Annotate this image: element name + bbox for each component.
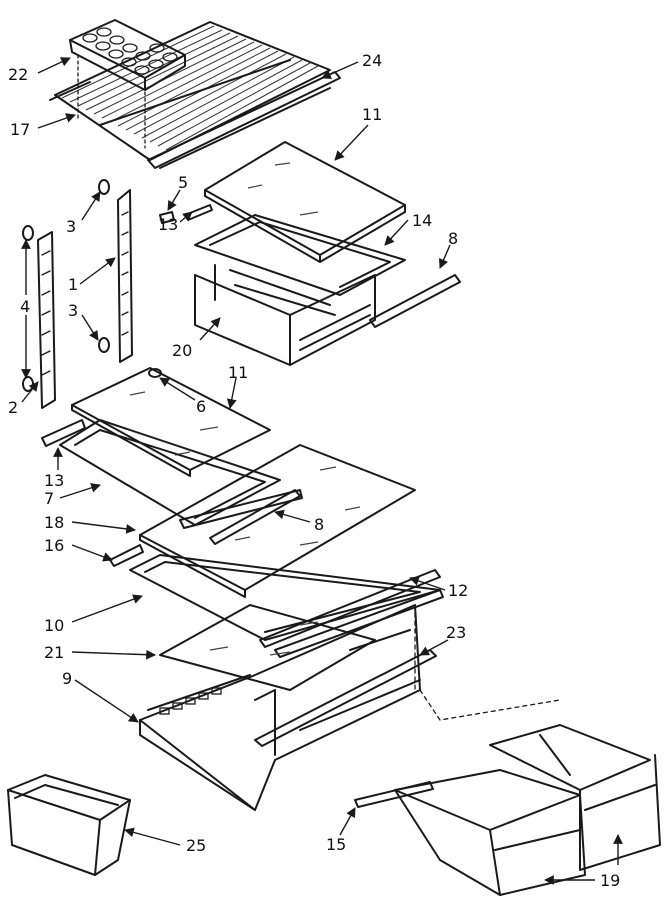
callout-11-middle: 11	[228, 363, 248, 382]
crisper-drawer-right	[489, 724, 661, 871]
callout-3-upper: 3	[66, 217, 76, 236]
glass-shelf-18	[139, 444, 416, 598]
callout-18: 18	[44, 513, 64, 532]
glide-rail-15	[354, 781, 434, 808]
callout-1: 1	[68, 275, 78, 294]
ice-cube-tray	[69, 19, 186, 149]
callout-4: 4	[20, 297, 30, 316]
wire-shelf	[49, 21, 331, 161]
shelf-frame-7	[41, 419, 303, 529]
callout-5: 5	[178, 173, 188, 192]
callout-23: 23	[446, 623, 466, 642]
callout-13-lower: 13	[44, 471, 64, 490]
screw-5	[159, 211, 175, 224]
callout-25: 25	[186, 836, 206, 855]
callout-8-lower: 8	[314, 515, 324, 534]
callout-2: 2	[8, 398, 18, 417]
callout-labels: 22 17 24 11 5 3 13 14 8 1 4 3 20 11 6 2 …	[8, 51, 620, 890]
callout-21: 21	[44, 643, 64, 662]
callout-10: 10	[44, 616, 64, 635]
callout-6: 6	[196, 397, 206, 416]
callout-19: 19	[600, 871, 620, 890]
glass-shelf-upper	[204, 141, 406, 263]
callout-16: 16	[44, 536, 64, 555]
callout-20: 20	[172, 341, 192, 360]
callout-15: 15	[326, 835, 346, 854]
callout-11-upper: 11	[362, 105, 382, 124]
shelf-frame-10	[129, 554, 444, 658]
callout-13-upper: 13	[158, 215, 178, 234]
callout-3-lower: 3	[68, 301, 78, 320]
callout-12: 12	[448, 581, 468, 600]
callout-8-upper: 8	[448, 229, 458, 248]
shelf-standard-left	[37, 231, 56, 409]
door-bin	[7, 774, 131, 876]
callout-14: 14	[412, 211, 432, 230]
callout-17: 17	[10, 120, 30, 139]
callout-24: 24	[362, 51, 382, 70]
callout-7: 7	[44, 489, 54, 508]
standard-end-caps	[22, 179, 110, 392]
crisper-rail	[254, 649, 437, 747]
callout-9: 9	[62, 669, 72, 688]
callout-22: 22	[8, 65, 28, 84]
shelf-trim-strip	[147, 71, 341, 169]
crisper-drawer-left	[394, 769, 586, 896]
shelf-standard-right	[117, 189, 133, 363]
leader-lines	[21, 57, 623, 885]
upper-drawer	[194, 214, 406, 366]
trim-strip-8	[209, 489, 301, 545]
trim-strip-16	[109, 544, 144, 567]
